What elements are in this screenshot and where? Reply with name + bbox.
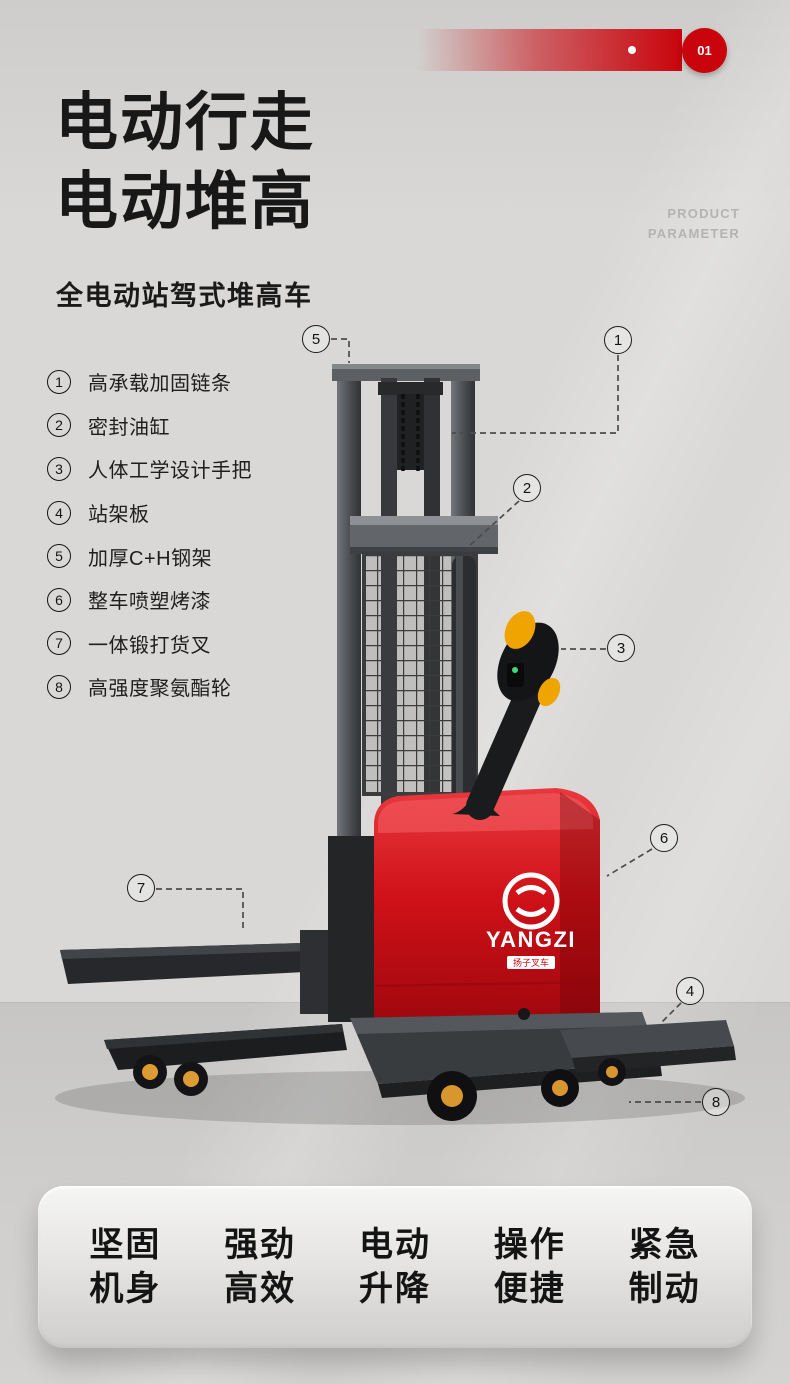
bottom-feature-1: 坚固 机身 [89, 1223, 161, 1311]
feature-label-6: 整车喷塑烤漆 [88, 591, 211, 614]
callout-leader-lines [156, 338, 701, 1103]
load-wheels [133, 1055, 208, 1096]
bottom-feature-panel: 坚固 机身 强劲 高效 电动 升降 操作 便捷 紧急 制动 [38, 1186, 752, 1348]
bottom-feature-1-line1: 坚固 [89, 1225, 162, 1264]
feature-item-7: 7 一体锻打货叉 [47, 622, 252, 666]
feature-label-3: 人体工学设计手把 [88, 460, 252, 483]
callout-2: 2 [513, 474, 541, 502]
brand-caption-text: 扬子叉车 [513, 957, 549, 968]
feature-item-4: 4 站架板 [47, 491, 252, 535]
callout-6: 6 [650, 824, 678, 852]
callout-5: 5 [302, 325, 330, 353]
bottom-feature-1-line2: 机身 [89, 1270, 162, 1308]
lift-chains [397, 394, 424, 472]
feature-list: 1 高承载加固链条 2 密封油缸 3 人体工学设计手把 4 站架板 5 加厚C+… [47, 360, 252, 709]
feature-item-1: 1 高承载加固链条 [47, 360, 252, 404]
feature-number-6: 6 [47, 587, 71, 612]
watermark-text: PRODUCT PARAMETER [648, 204, 740, 244]
feature-label-2: 密封油缸 [88, 416, 170, 439]
feature-number-4: 4 [47, 500, 71, 525]
bottom-feature-5: 紧急 制动 [629, 1223, 701, 1311]
feature-number-8: 8 [47, 674, 71, 699]
feature-item-5: 5 加厚C+H钢架 [47, 534, 252, 578]
feature-number-5: 5 [47, 544, 71, 569]
bottom-feature-5-line1: 紧急 [628, 1225, 701, 1264]
body-side-pillar [328, 836, 378, 1022]
callout-1: 1 [604, 326, 632, 354]
page-title-line1: 电动行走 [55, 88, 315, 158]
brand-logo: YANGZI 扬子叉车 [486, 872, 576, 969]
bottom-feature-4: 操作 便捷 [494, 1223, 566, 1311]
feature-label-8: 高强度聚氨酯轮 [88, 678, 232, 701]
feature-item-3: 3 人体工学设计手把 [47, 447, 252, 491]
feature-label-7: 一体锻打货叉 [88, 634, 211, 657]
callout-3: 3 [607, 634, 635, 662]
feature-label-4: 站架板 [88, 504, 150, 527]
accent-bar [418, 29, 682, 71]
hydraulic-cylinder [452, 556, 476, 808]
callout-8: 8 [702, 1088, 730, 1116]
watermark-line2: PARAMETER [647, 226, 740, 242]
bottom-feature-2: 强劲 高效 [224, 1223, 296, 1311]
callout-4: 4 [676, 977, 704, 1005]
callout-7: 7 [127, 874, 155, 902]
feature-item-6: 6 整车喷塑烤漆 [47, 578, 252, 622]
feature-number-1: 1 [47, 369, 71, 394]
dot-icon [628, 46, 636, 54]
forks [60, 930, 352, 1070]
bottom-feature-4-line2: 便捷 [493, 1270, 566, 1308]
bottom-feature-5-line2: 制动 [628, 1270, 701, 1308]
feature-item-2: 2 密封油缸 [47, 404, 252, 448]
feature-label-5: 加厚C+H钢架 [88, 547, 213, 570]
feature-item-8: 8 高强度聚氨酯轮 [47, 665, 252, 709]
bottom-feature-3: 电动 升降 [359, 1223, 431, 1311]
bottom-feature-3-line2: 升降 [358, 1270, 431, 1308]
mast-crossbar [350, 516, 498, 554]
bottom-feature-2-line1: 强劲 [224, 1225, 297, 1264]
feature-number-2: 2 [47, 413, 71, 438]
page-title-line2: 电动堆高 [55, 166, 315, 237]
product-subtitle: 全电动站驾式堆高车 [56, 281, 313, 311]
bottom-feature-4-line1: 操作 [493, 1225, 566, 1264]
feature-label-1: 高承载加固链条 [88, 373, 232, 396]
feature-number-3: 3 [47, 456, 71, 481]
page-number-badge: 01 [682, 28, 727, 73]
truck-body [374, 788, 601, 1032]
drive-wheels [427, 1058, 626, 1121]
brand-logo-text: YANGZI [486, 927, 576, 952]
tiller-handle [452, 611, 561, 820]
page-number: 01 [697, 43, 712, 58]
page-title: 电动行走 电动堆高 [55, 84, 315, 242]
bottom-feature-2-line2: 高效 [224, 1270, 297, 1308]
feature-number-7: 7 [47, 631, 71, 656]
watermark-line1: PRODUCT [667, 206, 740, 221]
bottom-feature-3-line1: 电动 [358, 1225, 431, 1264]
